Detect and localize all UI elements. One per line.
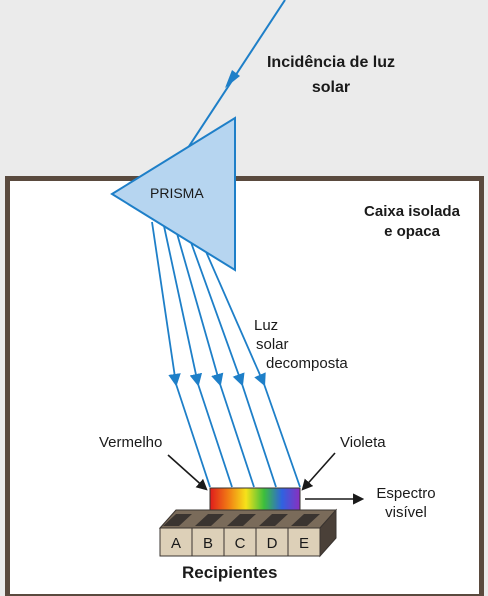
incidence-label: Incidência de luz solar	[236, 50, 426, 100]
container-letter: E	[299, 535, 309, 552]
decomposed-label-line3: decomposta	[266, 355, 348, 372]
decomposed-light-label: Luz solar decomposta	[250, 316, 348, 373]
violet-label: Violeta	[340, 434, 386, 451]
ray-5	[199, 237, 266, 387]
decomposed-label-line1: Luz	[254, 317, 279, 334]
container-letter: C	[235, 535, 246, 552]
ray-2	[163, 225, 203, 387]
incidence-label-line1: Incidência de luz	[266, 54, 396, 71]
ray-4	[187, 233, 245, 387]
container-c: C	[223, 514, 257, 557]
spectrum-label-line1: Espectro	[376, 485, 436, 502]
container-letter: A	[171, 535, 181, 552]
box-label-line2: e opaca	[384, 223, 440, 240]
ray-3	[175, 229, 224, 387]
container-face	[255, 527, 289, 557]
container-a: A	[159, 514, 193, 557]
red-pointer-arrow	[167, 454, 208, 491]
container-opening	[259, 514, 288, 526]
decomposed-rays	[151, 221, 301, 488]
ray-1	[151, 221, 181, 387]
visible-spectrum-bar	[209, 487, 301, 511]
prism	[110, 116, 236, 272]
container-opening	[291, 514, 320, 526]
incidence-label-line2: solar	[311, 79, 351, 96]
container-opening	[195, 514, 224, 526]
box-label-line1: Caixa isolada	[364, 203, 460, 220]
container-face	[223, 527, 257, 557]
spectrum-label: Espectro visível	[366, 484, 446, 522]
container-face	[159, 527, 193, 557]
container-opening	[227, 514, 256, 526]
container-letter: B	[203, 535, 213, 552]
spectrum-label-line2: visível	[385, 504, 427, 521]
container-opening	[163, 514, 192, 526]
container-face	[287, 527, 321, 557]
containers-label: Recipientes	[182, 563, 278, 582]
decomposed-label-line2: solar	[256, 336, 289, 353]
box-label: Caixa isolada e opaca	[352, 202, 472, 242]
violet-pointer-arrow	[301, 452, 336, 491]
container-e: E	[287, 514, 321, 557]
prism-label: PRISMA	[150, 185, 204, 201]
red-label: Vermelho	[99, 434, 163, 451]
container-d: D	[255, 514, 289, 557]
container-letter: D	[267, 535, 278, 552]
incident-ray-arrowhead	[225, 70, 240, 88]
containers-tray: A B C D E	[158, 508, 338, 558]
